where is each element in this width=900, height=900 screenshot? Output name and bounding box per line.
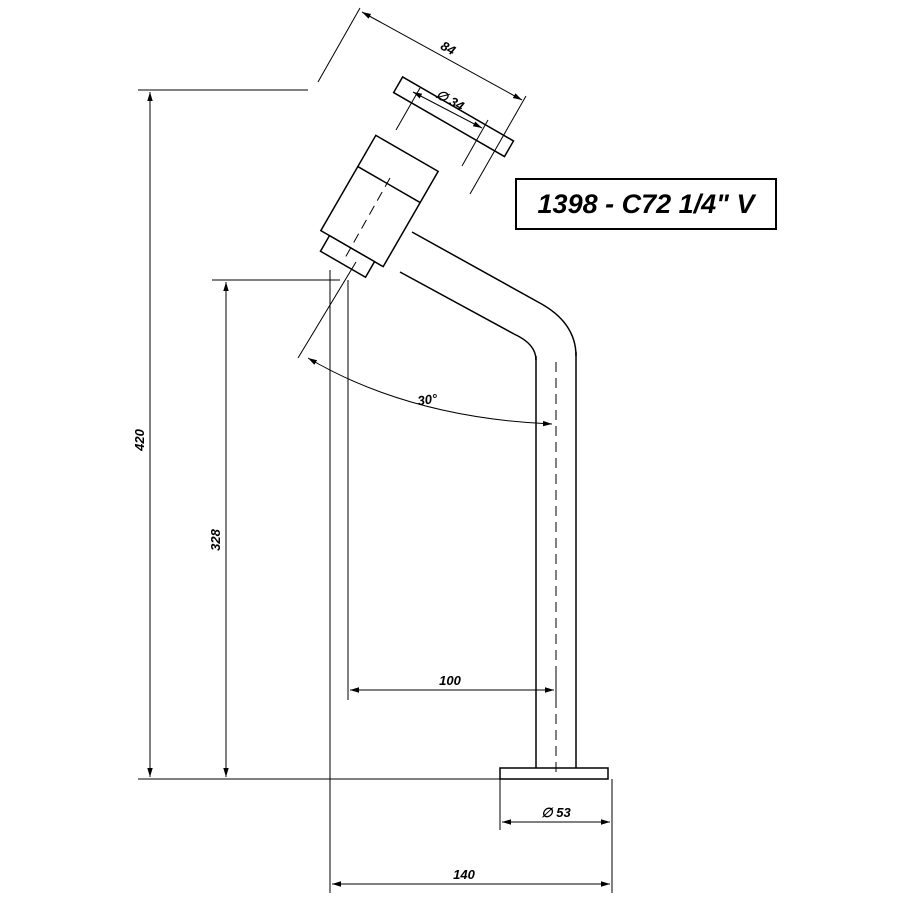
dim-line-handle-diameter <box>412 91 483 129</box>
spout-bend-inner <box>399 271 537 361</box>
dim-angle: 30° <box>417 391 439 409</box>
dim-arc-angle <box>307 357 553 427</box>
model-title-box: 1398 - C72 1/4" V <box>515 178 777 230</box>
extension-lines <box>138 7 613 893</box>
dim-base-diameter: ∅ 53 <box>541 805 571 820</box>
model-title: 1398 - C72 1/4" V <box>537 188 755 219</box>
valve-body <box>319 134 440 279</box>
dim-line-handle-length <box>361 11 523 101</box>
handle-lever <box>392 75 515 158</box>
dim-total-height: 420 <box>132 428 147 451</box>
center-lines <box>344 177 557 775</box>
base-plate <box>499 767 609 780</box>
dimension-lines <box>147 11 610 887</box>
dim-spout-height: 328 <box>208 528 223 550</box>
dim-total-width: 140 <box>453 867 475 882</box>
dim-spout-reach: 100 <box>439 673 461 688</box>
spout-bend-outer <box>411 231 577 357</box>
